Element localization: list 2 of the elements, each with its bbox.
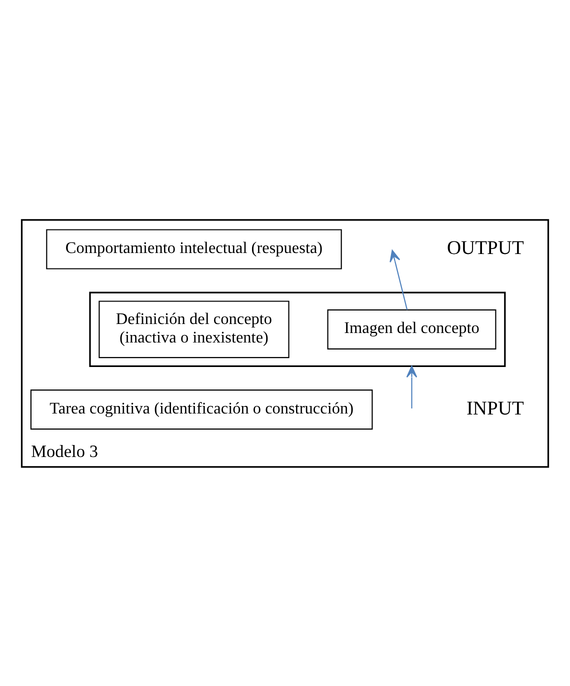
label: INPUT xyxy=(466,398,524,419)
label: OUTPUT xyxy=(446,238,524,259)
